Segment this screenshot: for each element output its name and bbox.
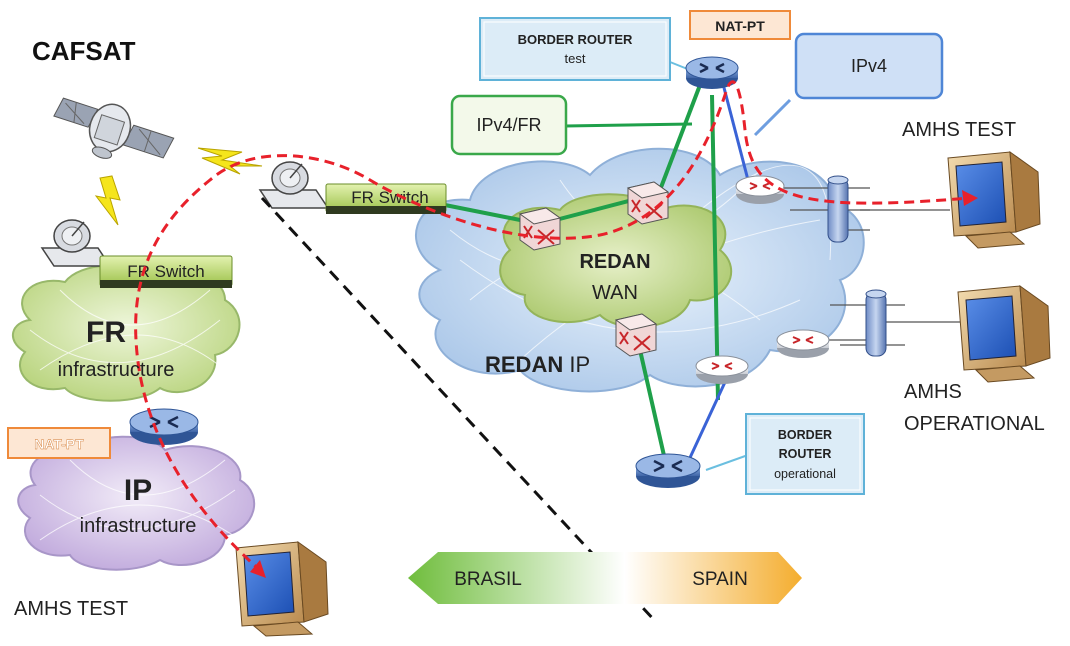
fr-title: FR — [86, 316, 126, 349]
switch-icon — [614, 313, 658, 357]
computer-monitor-icon — [947, 150, 1041, 249]
server-tower-icon — [827, 175, 849, 243]
computer-monitor-icon — [957, 284, 1051, 383]
satellite-dish-icon — [40, 219, 112, 267]
ip-title: IP — [124, 474, 152, 507]
test-path — [134, 80, 971, 574]
ipv4-fr-label: IPv4/FR — [476, 115, 541, 135]
green-links — [439, 84, 720, 461]
fr-switch-right-label: FR Switch — [351, 188, 428, 207]
border-router-test-callout: BORDER ROUTER test — [479, 17, 671, 81]
redan-ip-bold: REDAN — [485, 352, 563, 377]
redan-wan-subtitle: WAN — [592, 282, 638, 304]
satellite-icon — [53, 97, 175, 159]
router-icon — [776, 329, 830, 358]
redan-ip-rest: IP — [563, 352, 590, 377]
amhs-operational-line2: OPERATIONAL — [904, 413, 1045, 435]
amhs-test-bottom-label: AMHS TEST — [14, 598, 128, 620]
lightning-icon — [94, 147, 263, 226]
nat-pt-top-box: NAT-PT — [689, 10, 791, 40]
router-icon — [685, 56, 739, 89]
test-path-arrow-right — [962, 190, 978, 206]
border-router-test-line1: BORDER ROUTER — [518, 32, 633, 47]
border-router-op-line1: BORDER — [778, 428, 832, 442]
brasil-label: BRASIL — [454, 569, 522, 590]
switch-icon — [518, 207, 562, 251]
fr-switch-left: FR Switch — [99, 255, 233, 288]
test-path-arrow-left — [250, 560, 266, 578]
nat-pt-left-label: NAT-PT — [34, 436, 84, 452]
server-tower-icon — [865, 289, 887, 357]
computer-monitor-icon — [235, 540, 329, 637]
ipv4-callout: IPv4 — [794, 32, 944, 100]
nat-pt-top-label: NAT-PT — [715, 18, 765, 34]
ip-subtitle: infrastructure — [80, 515, 197, 537]
router-icon — [735, 175, 785, 204]
router-icon — [635, 453, 701, 488]
router-icon — [129, 408, 199, 445]
spain-label: SPAIN — [692, 569, 748, 590]
boundary-line — [260, 196, 658, 624]
satellite-dish-icon — [258, 161, 330, 209]
cafsat-title: CAFSAT — [32, 36, 136, 66]
switch-icon — [626, 181, 670, 225]
border-op-connector — [705, 454, 749, 471]
fr-switch-left-label: FR Switch — [127, 262, 204, 281]
amhs-test-right-label: AMHS TEST — [902, 119, 1016, 141]
blue-links — [686, 79, 750, 463]
nat-pt-left-box: NAT-PT — [7, 427, 111, 459]
ipv4-fr-callout: IPv4/FR — [450, 94, 568, 156]
ipv4-connector — [753, 98, 792, 137]
fr-subtitle: infrastructure — [58, 359, 175, 381]
border-router-op-line3: operational — [774, 467, 836, 481]
ipv4-label: IPv4 — [851, 56, 887, 76]
brasil-spain-arrow: BRASIL SPAIN — [408, 552, 802, 604]
border-router-operational-callout: BORDER ROUTER operational — [745, 413, 865, 495]
router-icon — [695, 355, 749, 384]
callout-connectors — [564, 122, 693, 128]
border-router-test-line2: test — [565, 51, 586, 66]
amhs-operational-line1: AMHS — [904, 381, 962, 403]
redan-ip-label: REDAN IP — [485, 352, 590, 377]
fr-infrastructure-cloud — [12, 264, 241, 402]
border-router-op-line2: ROUTER — [779, 447, 832, 461]
redan-wan-title: REDAN — [579, 251, 650, 273]
